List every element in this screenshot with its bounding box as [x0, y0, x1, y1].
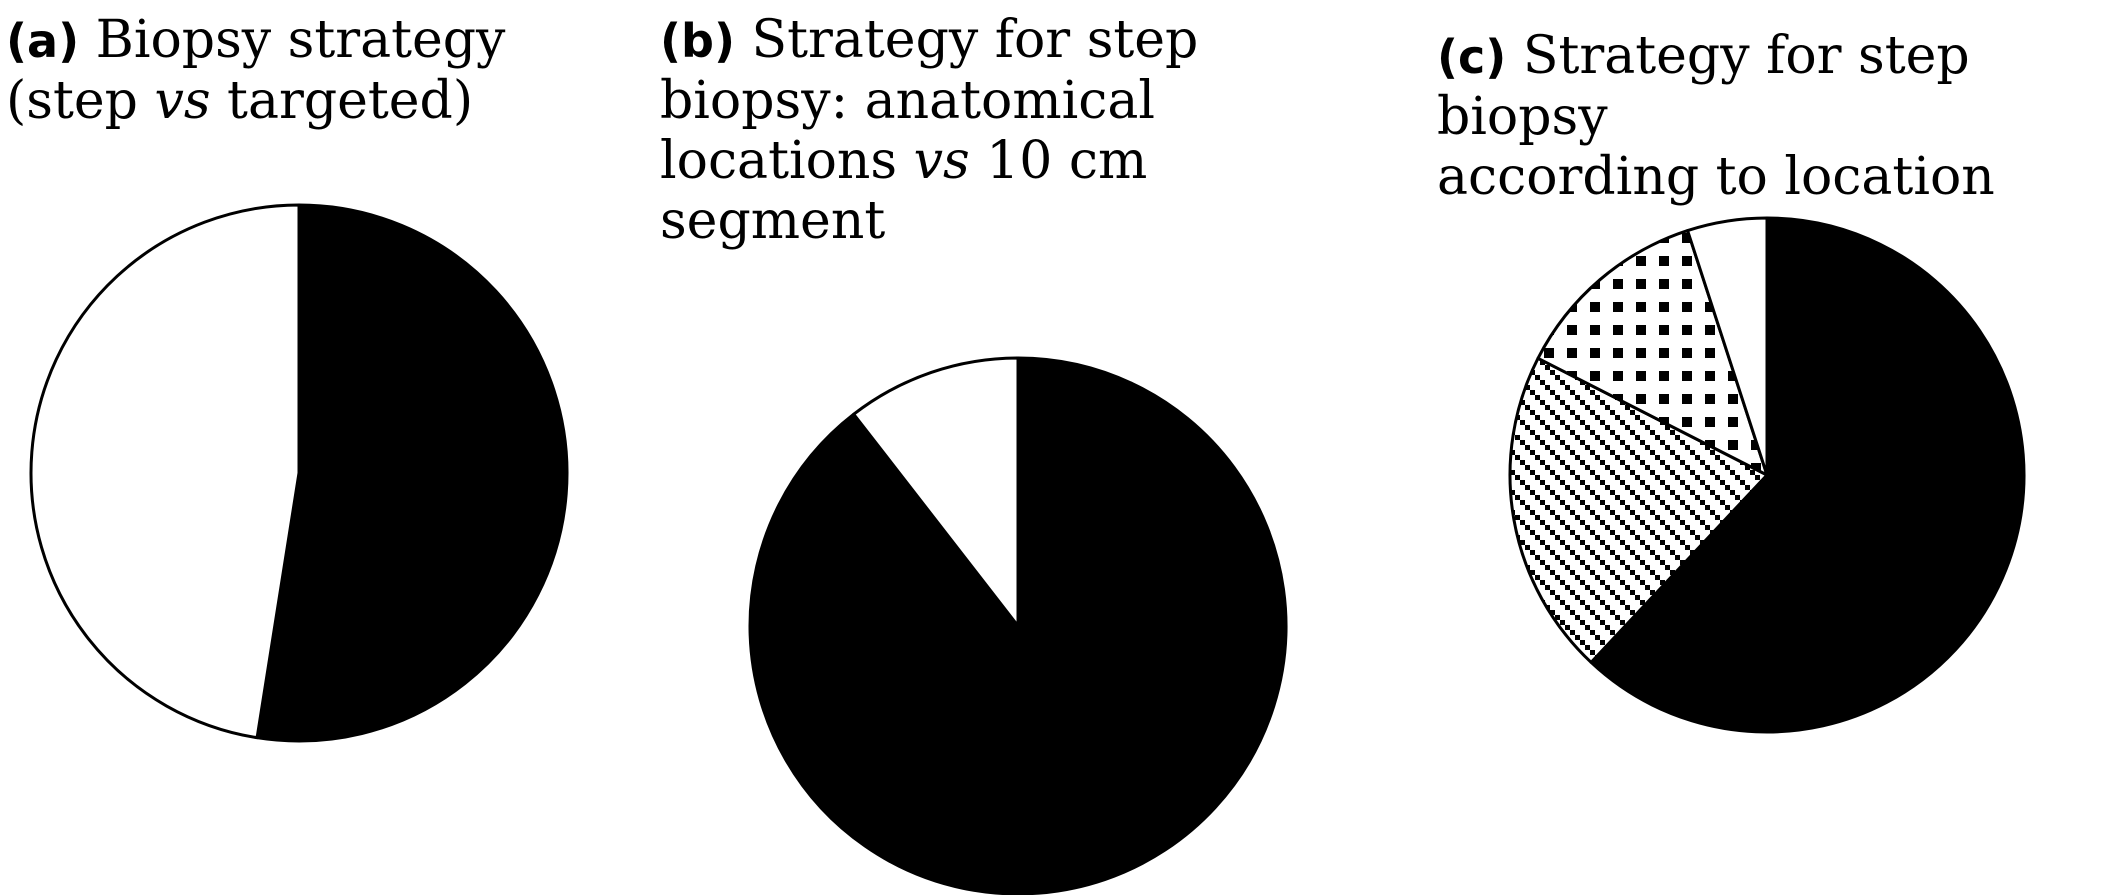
pie-chart-a: [29, 203, 569, 743]
title-b-vs: vs: [913, 131, 970, 191]
title-a-line2-start: (step: [6, 71, 155, 131]
panel-letter-a: (a): [6, 14, 80, 68]
pie-c-slice-1: [1589, 216, 2026, 734]
title-b-line2: biopsy: anatomical: [660, 71, 1156, 131]
title-b-line3-start: locations: [660, 131, 914, 191]
title-a-line2-end: targeted): [210, 71, 474, 131]
title-a-vs: vs: [154, 71, 211, 131]
title-c-line1: Strategy for step biopsy: [1437, 26, 1970, 147]
title-c-line2: according to location: [1437, 147, 1995, 207]
title-a-line1: Biopsy strategy: [95, 10, 506, 70]
chart-title-a: (a) Biopsy strategy (step vs targeted): [6, 10, 646, 131]
title-b-line1: Strategy for step: [751, 10, 1199, 70]
title-b-line4: segment: [660, 191, 886, 251]
pie-c-slice-4: [1686, 216, 1769, 477]
panel-letter-c: (c): [1437, 30, 1507, 84]
panel-letter-b: (b): [660, 14, 735, 68]
title-b-line3-end: 10 cm: [969, 131, 1148, 191]
chart-title-c: (c) Strategy for step biopsy according t…: [1437, 26, 2127, 207]
pie-chart-c: [1508, 216, 2026, 734]
pie-c-slice-3: [1536, 229, 1769, 477]
pie-a-slice-2: [29, 203, 301, 740]
pie-b-slice-2: [852, 356, 1020, 628]
pie-a-slice-1: [255, 203, 569, 743]
chart-title-b: (b) Strategy for step biopsy: anatomical…: [660, 10, 1220, 251]
pie-c-slice-2: [1508, 356, 1769, 664]
pie-chart-b: [748, 356, 1288, 895]
